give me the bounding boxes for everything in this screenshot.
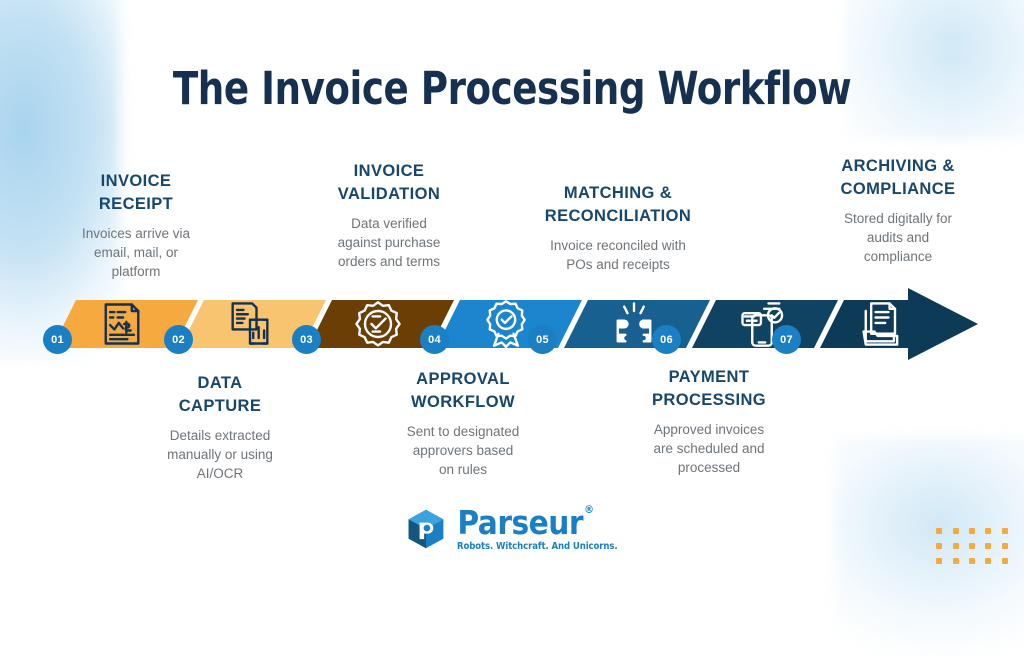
step-heading-4: APPROVAL WORKFLOW: [410, 370, 515, 412]
parseur-cube-icon: [404, 507, 448, 551]
step-heading-7: ARCHIVING & COMPLIANCE: [840, 157, 956, 199]
step-description-7: Stored digitally for audits and complian…: [843, 210, 953, 265]
step-badge-1[interactable]: 01: [43, 325, 72, 354]
step-label-7: ARCHIVING & COMPLIANCE Stored digitally …: [800, 155, 996, 266]
step-heading-6: PAYMENT PROCESSING: [651, 368, 767, 410]
step-description-3: Data verified against purchase orders an…: [337, 215, 441, 270]
step-description-5: Invoice reconciled with POs and receipts: [550, 237, 686, 272]
step-badge-4[interactable]: 04: [420, 325, 449, 354]
step-label-3: INVOICE VALIDATION Data verified against…: [298, 160, 480, 271]
workflow-arrow-head-icon: [908, 288, 978, 360]
verified-badge-icon: [352, 298, 404, 350]
award-ribbon-icon: [480, 298, 532, 350]
step-badge-7[interactable]: 07: [772, 325, 801, 354]
step-heading-5: MATCHING & RECONCILIATION: [544, 184, 692, 226]
parseur-logo[interactable]: Parseur® Robots. Witchcraft. And Unicorn…: [0, 503, 1024, 552]
step-badge-2[interactable]: 02: [164, 325, 193, 354]
logo-word: Parseur®: [457, 503, 594, 542]
step-description-2: Details extracted manually or using AI/O…: [167, 427, 273, 482]
mobile-payment-check-icon: [736, 298, 788, 350]
step-badge-3[interactable]: 03: [292, 325, 321, 354]
step-label-6: PAYMENT PROCESSING Approved invoices are…: [616, 366, 802, 477]
step-label-4: APPROVAL WORKFLOW Sent to designated app…: [372, 368, 554, 479]
document-chart-icon: [224, 298, 276, 350]
registered-trademark-icon: ®: [584, 503, 594, 516]
parseur-wordmark: Parseur® Robots. Witchcraft. And Unicorn…: [457, 503, 619, 552]
step-label-2: DATA CAPTURE Details extracted manually …: [130, 372, 310, 483]
workflow-segment-6[interactable]: [692, 300, 838, 348]
step-label-5: MATCHING & RECONCILIATION Invoice reconc…: [510, 182, 726, 274]
step-label-1: INVOICE RECEIPT Invoices arrive via emai…: [46, 170, 226, 281]
step-badge-5[interactable]: 05: [528, 325, 557, 354]
archive-folder-icon: [856, 298, 908, 350]
step-description-6: Approved invoices are scheduled and proc…: [653, 421, 765, 476]
step-description-1: Invoices arrive via email, mail, or plat…: [81, 225, 191, 280]
invoice-document-icon: [96, 298, 148, 350]
step-description-4: Sent to designated approvers based on ru…: [406, 423, 520, 478]
step-heading-3: INVOICE VALIDATION: [337, 162, 441, 204]
workflow-arrow-shaft: [900, 300, 916, 348]
logo-tagline: Robots. Witchcraft. And Unicorns.: [457, 541, 618, 552]
page-title: The Invoice Processing Workflow: [172, 62, 852, 115]
workflow-segment-2[interactable]: [180, 300, 326, 348]
step-heading-1: INVOICE RECEIPT: [98, 172, 174, 214]
step-heading-2: DATA CAPTURE: [178, 374, 262, 416]
step-badge-6[interactable]: 06: [652, 325, 681, 354]
puzzle-pieces-icon: [608, 298, 660, 350]
logo-word-text: Parseur: [457, 503, 584, 542]
